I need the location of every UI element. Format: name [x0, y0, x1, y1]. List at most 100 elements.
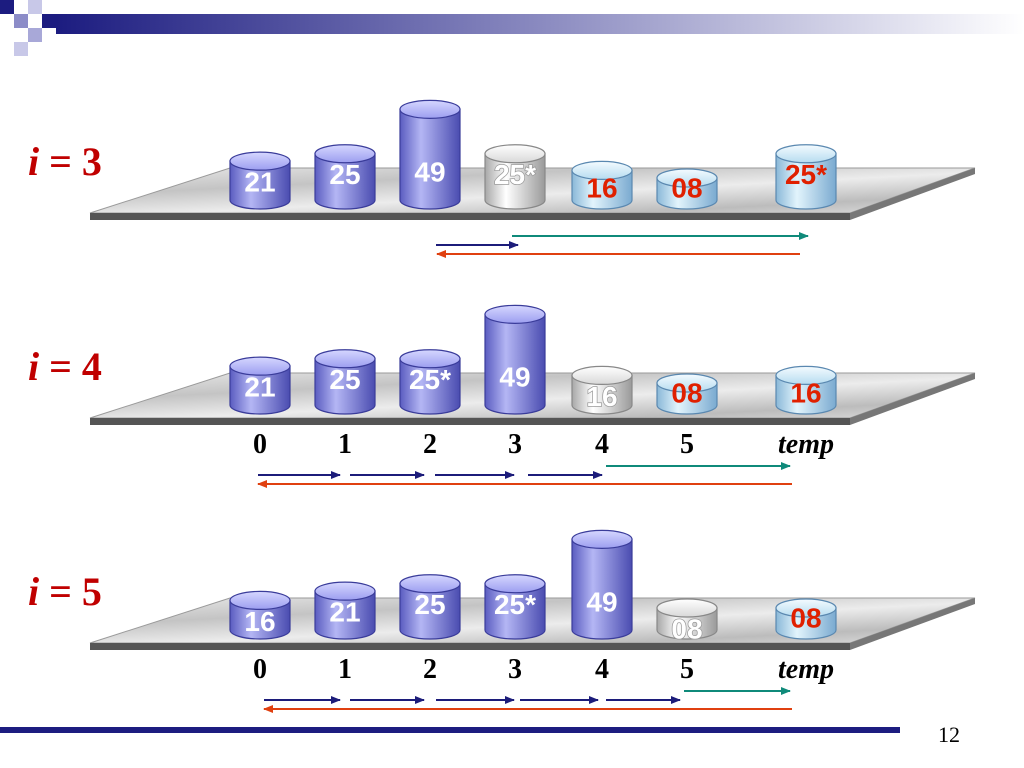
cell-4-top: [571, 365, 633, 385]
index-label-temp: temp: [778, 654, 834, 685]
index-label-2: 2: [423, 429, 437, 460]
cell-1: 25: [314, 349, 376, 415]
cell-temp-value: 08: [790, 602, 821, 633]
cell-2: 25: [399, 574, 461, 640]
cell-2-value: 25: [414, 589, 445, 620]
platform-edge: [90, 213, 850, 220]
cell-4-body: [571, 374, 633, 415]
index-label-3: 3: [508, 429, 522, 460]
move-arrows: [257, 462, 792, 488]
index-label-0: 0: [253, 429, 267, 460]
cell-4-value: 49: [586, 586, 617, 617]
cell-4-top: [571, 529, 633, 549]
index-label-4: 4: [595, 654, 609, 685]
cell-2-top: [399, 574, 461, 594]
index-label-5: 5: [680, 429, 694, 460]
platform-side: [850, 373, 975, 425]
cell-1-value: 25: [329, 364, 360, 395]
cell-5: 08: [656, 168, 718, 210]
cell-3-body: [484, 583, 546, 640]
stage-label: i = 4: [28, 344, 102, 389]
cell-2-body: [399, 583, 461, 640]
cell-1-body: [314, 153, 376, 210]
platform-side: [850, 598, 975, 650]
cell-1-top: [314, 144, 376, 164]
cell-5-value: 08: [671, 613, 702, 644]
cell-4-body: [571, 169, 633, 210]
cell-1-top: [314, 349, 376, 369]
cell-3-top: [484, 574, 546, 594]
header-decoration: [0, 0, 1024, 56]
cell-2-top: [399, 349, 461, 369]
cell-4: 49: [571, 529, 633, 640]
cell-0-body: [229, 160, 291, 210]
cell-1-top: [314, 581, 376, 601]
cell-temp-top: [775, 365, 837, 385]
platform-edge: [90, 418, 850, 425]
cell-0-top: [229, 151, 291, 171]
move-arrows: [263, 687, 792, 713]
cell-5-top: [656, 373, 718, 393]
index-label-1: 1: [338, 654, 352, 685]
cell-2-top: [399, 99, 461, 119]
cell-3-body: [484, 153, 546, 210]
cell-0-value: 16: [244, 606, 275, 637]
cell-3: 25*: [484, 144, 546, 210]
cell-4-value: 16: [586, 381, 617, 412]
index-label-1: 1: [338, 429, 352, 460]
cell-0-value: 21: [244, 372, 275, 403]
cell-0: 21: [229, 151, 291, 210]
cell-5: 08: [656, 373, 718, 415]
cell-3: 25*: [484, 574, 546, 640]
cell-2: 25*: [399, 349, 461, 415]
cell-5-top: [656, 168, 718, 188]
move-arrows: [436, 232, 809, 258]
cell-5-value: 08: [671, 377, 702, 408]
cell-3-top: [484, 144, 546, 164]
cell-1: 25: [314, 144, 376, 210]
cell-temp-value: 25*: [785, 159, 827, 190]
cell-temp-value: 16: [790, 377, 821, 408]
cell-3-value: 49: [499, 361, 530, 392]
cell-4: 16: [571, 160, 633, 210]
cell-2: 49: [399, 99, 461, 210]
page-number: 12: [938, 722, 960, 747]
cell-0-top: [229, 356, 291, 376]
cell-1: 21: [314, 581, 376, 640]
cell-temp-body: [775, 374, 837, 415]
footer-bar: [0, 727, 900, 733]
cell-1-value: 21: [329, 597, 360, 628]
cell-temp-body: [775, 153, 837, 210]
cell-1-body: [314, 590, 376, 640]
cell-temp-top: [775, 598, 837, 618]
cell-temp: 16: [775, 365, 837, 415]
platform-edge: [90, 643, 850, 650]
cell-1-body: [314, 358, 376, 415]
cell-4-top: [571, 160, 633, 180]
cell-5-top: [656, 598, 718, 618]
stage-label: i = 5: [28, 569, 102, 614]
cell-5-value: 08: [671, 172, 702, 203]
cell-5: 08: [656, 598, 718, 645]
cell-1-value: 25: [329, 159, 360, 190]
stage-label-var: i: [28, 344, 39, 389]
cell-0-body: [229, 599, 291, 640]
cell-3-value: 25*: [494, 589, 536, 620]
stage-label-var: i: [28, 139, 39, 184]
stage-label-value: = 5: [39, 569, 102, 614]
cell-2-body: [399, 108, 461, 210]
cell-0-value: 21: [244, 167, 275, 198]
index-label-3: 3: [508, 654, 522, 685]
cell-3-body: [484, 313, 546, 415]
cell-temp-top: [775, 144, 837, 164]
cell-4-body: [571, 538, 633, 640]
index-label-4: 4: [595, 429, 609, 460]
platform-side: [850, 168, 975, 220]
cell-4-value: 16: [586, 172, 617, 203]
